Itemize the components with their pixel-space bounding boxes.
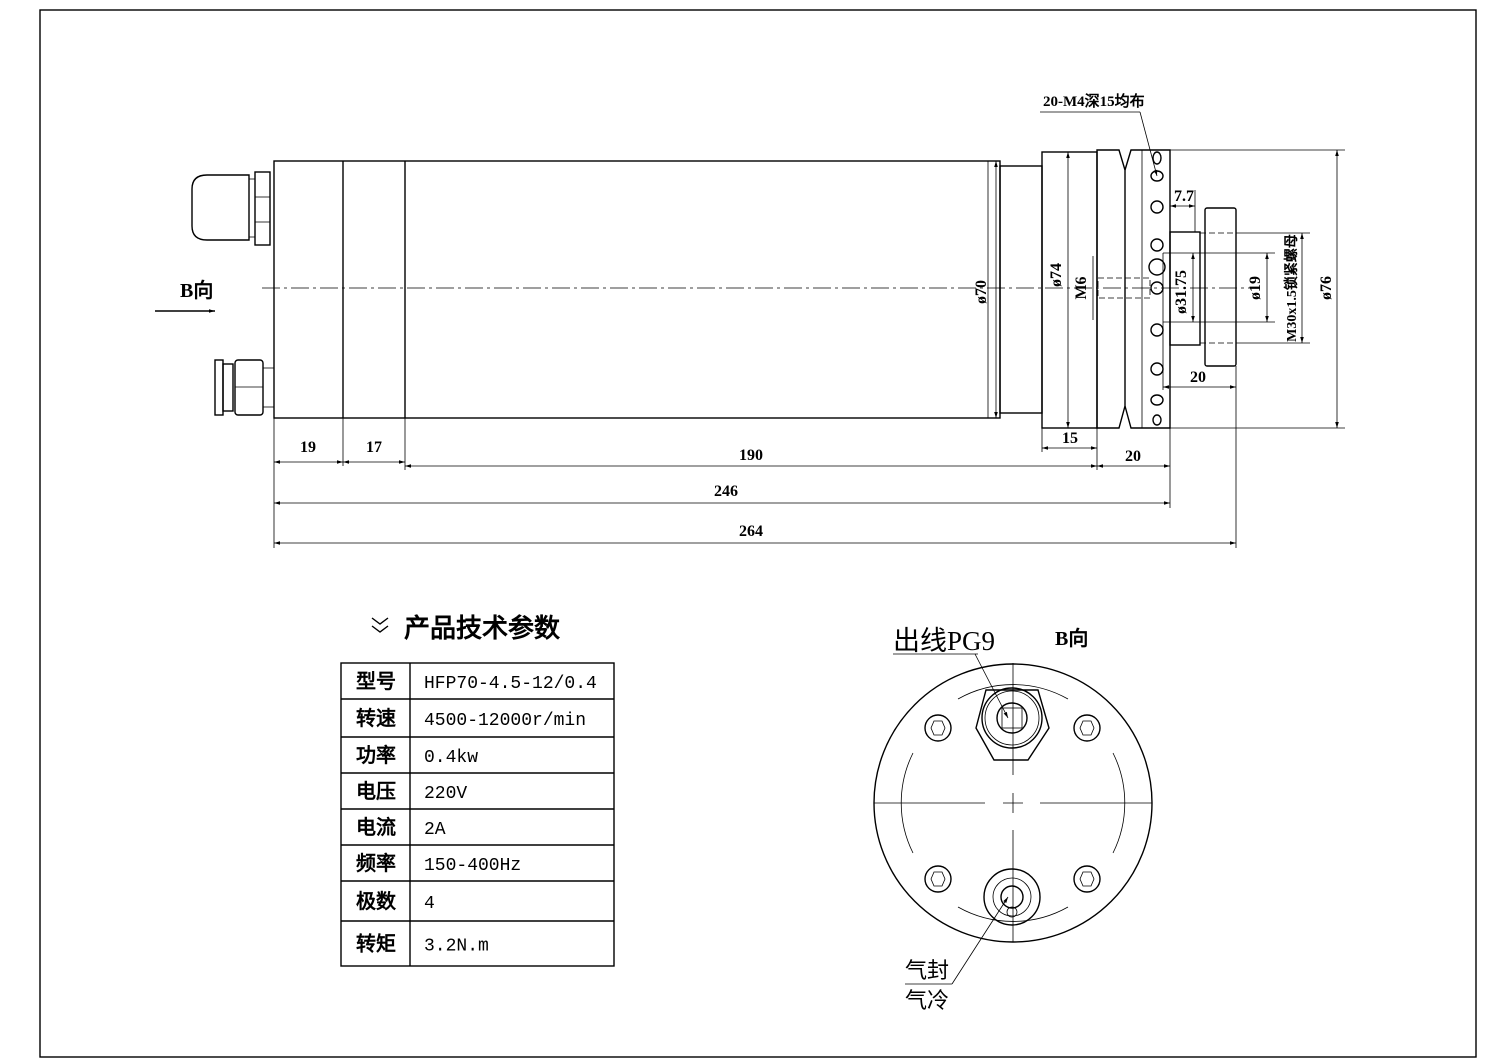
spec-value: 2A: [424, 820, 446, 840]
dim-20-body: 20: [1125, 448, 1141, 465]
cable-gland: [191, 171, 271, 246]
spec-label: 转速: [356, 706, 396, 730]
dim-dia76: ø76: [1318, 276, 1335, 300]
dim-dia19: ø19: [1247, 276, 1264, 300]
dim-264: 264: [739, 523, 763, 540]
spec-value: HFP70-4.5-12/0.4: [424, 674, 597, 694]
air-fitting: [214, 359, 274, 416]
dim-7-7: 7.7: [1174, 188, 1194, 205]
spec-label: 转矩: [356, 932, 396, 956]
cable-outlet-pg9: [975, 687, 1050, 761]
dim-190: 190: [739, 447, 763, 464]
dim-m6: M6: [1073, 276, 1090, 299]
spec-label: 电流: [356, 815, 396, 839]
side-view-dimensions: 19 17 190 15 20 246 264 7.7 20 ø70 ø74 M…: [273, 92, 1345, 548]
dim-dia31-75: ø31.75: [1173, 270, 1190, 314]
shaft-collar: [1169, 231, 1201, 346]
air-seal-label: 气封: [905, 958, 949, 983]
double-chevron-down-icon: [371, 617, 389, 633]
spec-value: 150-400Hz: [424, 856, 521, 876]
spindle-body: [273, 160, 1001, 419]
drawing-frame: [39, 9, 1477, 1058]
spec-value: 4: [424, 894, 435, 914]
spec-value: 220V: [424, 784, 467, 804]
spec-value: 0.4kw: [424, 748, 478, 768]
spec-label: 功率: [356, 743, 396, 767]
hole-note: 20-M4深15均布: [1043, 92, 1145, 110]
dim-dia74: ø74: [1048, 263, 1065, 287]
cable-outlet-label: 出线PG9: [893, 626, 995, 656]
dim-246: 246: [714, 483, 738, 500]
spec-label: 型号: [356, 670, 396, 693]
dim-15: 15: [1062, 430, 1078, 447]
mounting-screws: [924, 714, 1101, 893]
spec-table: 产品技术参数 型号 HFP70-4.5-12/0.4 转速 4500-12000r/m…: [340, 613, 615, 967]
spec-label: 电压: [356, 780, 396, 803]
spec-table-title: 产品技术参数: [404, 613, 561, 643]
end-view-title: B向: [1055, 626, 1088, 650]
view-direction-indicator: B向: [155, 278, 215, 313]
dim-17: 17: [366, 439, 382, 456]
spec-value: 3.2N.m: [424, 937, 489, 957]
dim-19: 19: [300, 439, 316, 456]
spec-value: 4500-12000r/min: [424, 711, 586, 731]
spec-label: 极数: [356, 889, 397, 913]
dim-20-shaft: 20: [1190, 369, 1206, 386]
spec-label: 频率: [356, 851, 396, 875]
lock-nut: [1204, 207, 1237, 367]
dim-m30-locknut: M30x1.5锁紧螺母: [1283, 234, 1300, 342]
air-port: [983, 868, 1041, 926]
view-direction-label: B向: [180, 278, 213, 302]
end-view-b: B向 出线PG9 气封 气冷: [873, 626, 1153, 1013]
spindle-side-view: [191, 149, 1275, 429]
air-cool-label: 气冷: [905, 988, 949, 1013]
dim-dia70: ø70: [973, 280, 990, 304]
